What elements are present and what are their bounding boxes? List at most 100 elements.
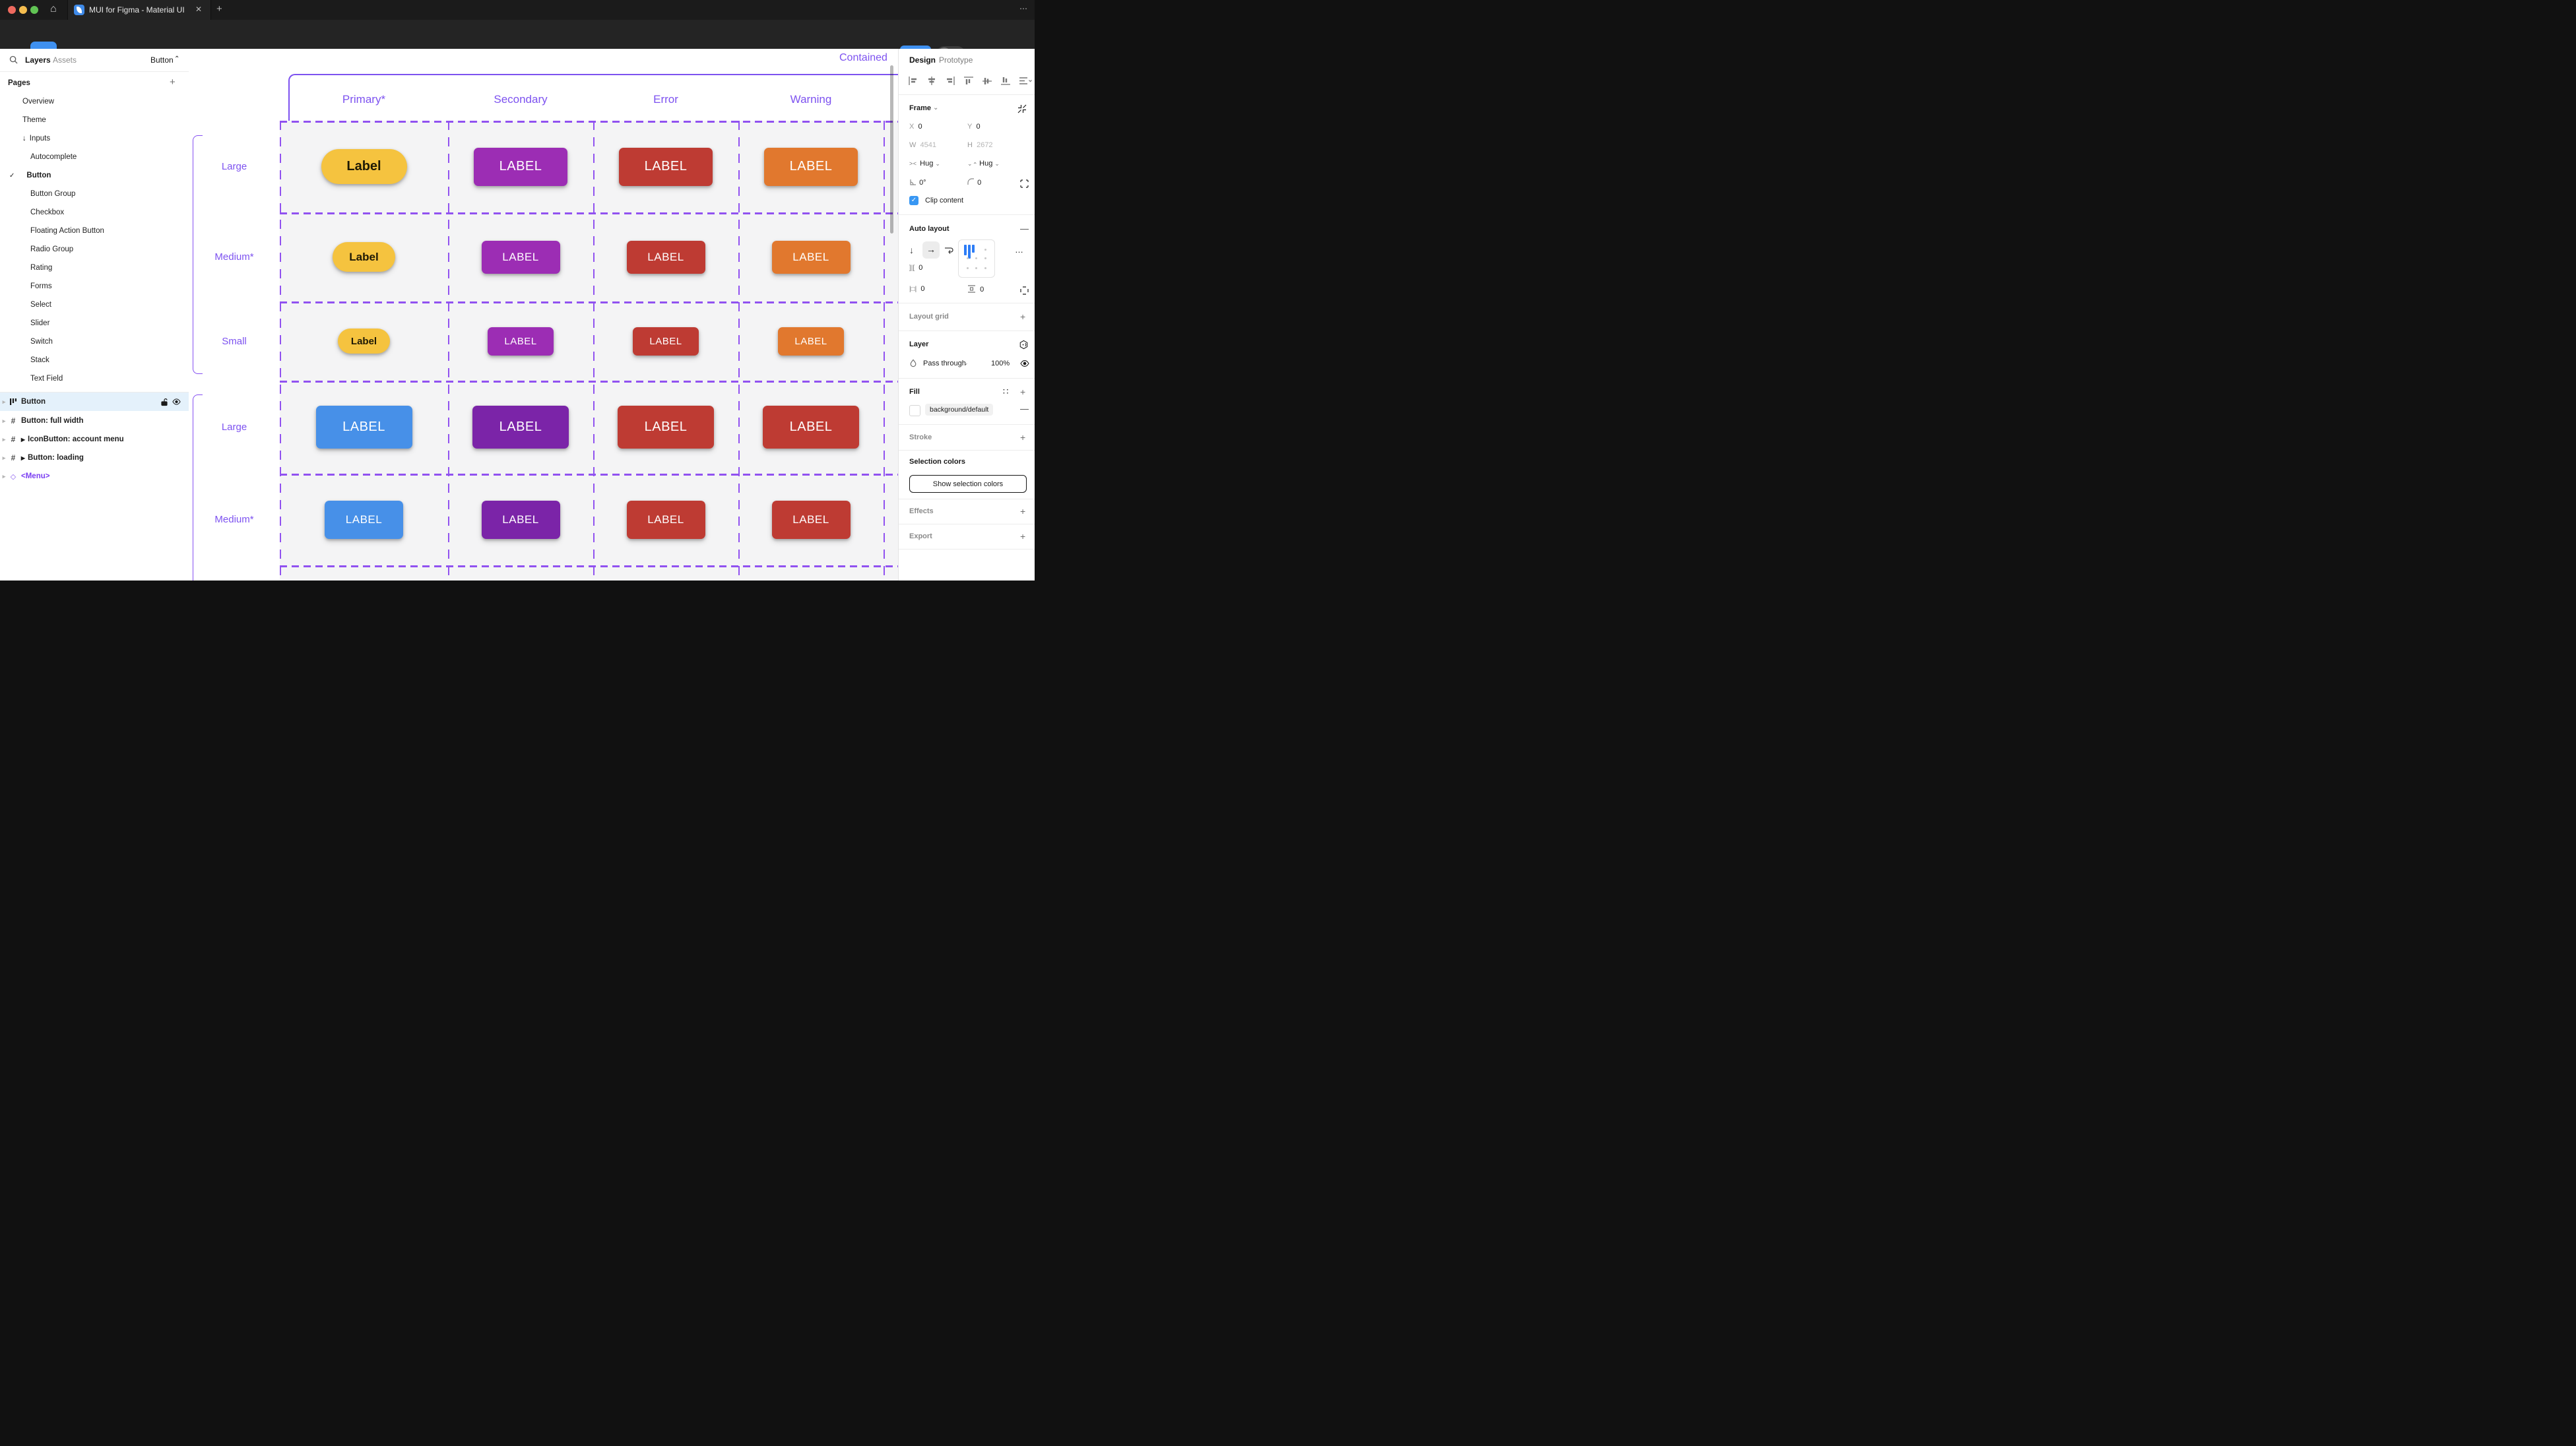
auto-layout-wrap-icon[interactable]: [944, 245, 954, 255]
button-error-small[interactable]: LABEL: [633, 327, 699, 356]
show-selection-colors-button[interactable]: Show selection colors: [909, 475, 1027, 493]
disclosure-caret-icon[interactable]: ▸: [2, 417, 6, 424]
x-position-field[interactable]: X 0: [909, 123, 922, 131]
document-tab[interactable]: MUI for Figma - Material UI: [67, 0, 211, 20]
button-secondary-small[interactable]: LABEL: [488, 327, 554, 356]
window-overflow-icon[interactable]: ⋯: [1019, 4, 1027, 13]
remove-fill-icon[interactable]: —: [1020, 404, 1029, 414]
fill-styles-icon[interactable]: ∷: [1003, 387, 1009, 396]
button-primary-small[interactable]: Label: [338, 329, 390, 354]
layer-row-iconbutton-account-menu[interactable]: ▸ # ▶ IconButton: account menu: [0, 430, 189, 449]
button-primary-large-2[interactable]: LABEL: [315, 406, 412, 449]
button-primary-medium-2[interactable]: LABEL: [325, 500, 403, 539]
blend-mode-value[interactable]: Pass through: [923, 360, 966, 367]
canvas-scrollbar[interactable]: [890, 65, 893, 234]
close-tab-icon[interactable]: ✕: [195, 5, 203, 14]
button-secondary-large[interactable]: LABEL: [474, 147, 567, 186]
tab-prototype[interactable]: Prototype: [939, 55, 973, 65]
clip-content-checkbox[interactable]: ✓: [909, 196, 918, 205]
button-error-large[interactable]: LABEL: [619, 147, 713, 186]
button-warning-large[interactable]: LABEL: [764, 147, 858, 186]
auto-layout-alignment-grid[interactable]: [958, 239, 995, 278]
tab-assets[interactable]: Assets: [53, 55, 77, 65]
add-layout-grid-icon[interactable]: +: [1020, 311, 1026, 322]
fill-token-chip[interactable]: background/default: [925, 404, 994, 416]
distribute-icon[interactable]: [1019, 76, 1032, 86]
button-error-medium-2[interactable]: LABEL: [626, 500, 705, 539]
add-stroke-icon[interactable]: +: [1020, 432, 1026, 443]
tab-design[interactable]: Design: [909, 55, 936, 65]
button-warning-large-2[interactable]: LABEL: [763, 406, 859, 449]
button-warning-medium-2[interactable]: LABEL: [771, 500, 851, 539]
button-primary-large[interactable]: Label: [321, 149, 407, 184]
page-item-stack[interactable]: Stack: [30, 351, 209, 369]
gap-field[interactable]: ]|[ 0: [909, 264, 922, 272]
independent-corners-icon[interactable]: [1020, 179, 1029, 188]
add-export-icon[interactable]: +: [1020, 531, 1026, 542]
button-secondary-medium[interactable]: LABEL: [481, 240, 560, 274]
corner-radius-field[interactable]: 0: [967, 178, 981, 187]
search-icon[interactable]: [9, 55, 18, 64]
frame-section-header[interactable]: Frame: [909, 104, 932, 112]
layer-row-button[interactable]: ▸ Button: [0, 393, 189, 411]
unlock-icon[interactable]: [160, 398, 168, 406]
button-secondary-large-2[interactable]: LABEL: [472, 406, 569, 449]
auto-layout-more-icon[interactable]: …: [1015, 245, 1024, 255]
independent-padding-icon[interactable]: [1020, 286, 1029, 295]
page-item-select[interactable]: Select: [30, 296, 209, 314]
y-position-field[interactable]: Y 0: [967, 123, 981, 131]
add-effect-icon[interactable]: +: [1020, 506, 1026, 517]
page-selector[interactable]: Button: [150, 55, 174, 65]
vertical-resizing-field[interactable]: ⌄⌄ Hug ⌄: [967, 160, 1000, 168]
button-warning-small[interactable]: LABEL: [778, 327, 844, 356]
page-item-slider[interactable]: Slider: [30, 314, 209, 332]
minimize-window-button[interactable]: [19, 6, 27, 14]
page-item-fab[interactable]: Floating Action Button: [30, 222, 209, 240]
button-error-medium[interactable]: LABEL: [626, 240, 705, 274]
maximize-window-button[interactable]: [30, 6, 38, 14]
page-item-button-group[interactable]: Button Group: [30, 185, 209, 203]
rotation-field[interactable]: 0°: [909, 178, 926, 187]
collapse-icon[interactable]: [1017, 104, 1027, 113]
page-item-radio-group[interactable]: Radio Group: [30, 240, 209, 259]
page-item-autocomplete[interactable]: Autocomplete: [30, 148, 209, 166]
align-left-icon[interactable]: [908, 76, 918, 86]
align-horizontal-center-icon[interactable]: [926, 76, 937, 86]
align-right-icon[interactable]: [945, 76, 955, 86]
home-icon[interactable]: ⌂: [50, 3, 57, 15]
chevron-up-icon[interactable]: ⌃: [174, 55, 180, 63]
vertical-padding-field[interactable]: 0: [967, 285, 984, 294]
layer-row-button-full-width[interactable]: ▸ # Button: full width: [0, 412, 189, 430]
page-item-switch[interactable]: Switch: [30, 332, 209, 351]
tab-layers[interactable]: Layers: [25, 55, 51, 65]
button-primary-medium[interactable]: Label: [333, 242, 395, 272]
disclosure-caret-icon[interactable]: ▸: [2, 472, 6, 480]
page-item-forms[interactable]: Forms: [30, 277, 209, 296]
chevron-down-icon[interactable]: ⌄: [933, 104, 939, 111]
blend-mode-icon[interactable]: [1019, 340, 1029, 350]
page-item-button[interactable]: ✓Button: [9, 166, 189, 185]
button-secondary-medium-2[interactable]: LABEL: [481, 500, 560, 539]
remove-auto-layout-icon[interactable]: —: [1020, 224, 1029, 234]
auto-layout-right-icon[interactable]: →: [922, 241, 940, 259]
page-item-theme[interactable]: Theme: [22, 111, 201, 129]
disclosure-caret-icon[interactable]: ▸: [2, 454, 6, 461]
auto-layout-down-icon[interactable]: ↓: [909, 245, 914, 255]
align-top-icon[interactable]: [963, 76, 974, 86]
disclosure-caret-icon[interactable]: ▸: [2, 398, 6, 405]
close-window-button[interactable]: [8, 6, 16, 14]
layer-row-menu[interactable]: ▸ ◇ <Menu>: [0, 467, 189, 486]
align-bottom-icon[interactable]: [1000, 76, 1011, 86]
button-warning-medium[interactable]: LABEL: [771, 240, 851, 274]
page-item-text-field[interactable]: Text Field: [30, 369, 209, 388]
align-vertical-center-icon[interactable]: [982, 76, 992, 86]
page-item-rating[interactable]: Rating: [30, 259, 209, 277]
disclosure-caret-icon[interactable]: ▸: [2, 435, 6, 443]
layer-opacity-value[interactable]: 100%: [991, 360, 1010, 367]
eye-icon[interactable]: [1020, 360, 1029, 367]
page-item-checkbox[interactable]: Checkbox: [30, 203, 209, 222]
page-item-inputs[interactable]: ↓Inputs: [22, 129, 201, 148]
horizontal-padding-field[interactable]: |□| 0: [909, 285, 925, 293]
add-fill-icon[interactable]: +: [1020, 387, 1026, 397]
canvas[interactable]: Contained Primary* Secondary Error Warni…: [189, 49, 898, 581]
